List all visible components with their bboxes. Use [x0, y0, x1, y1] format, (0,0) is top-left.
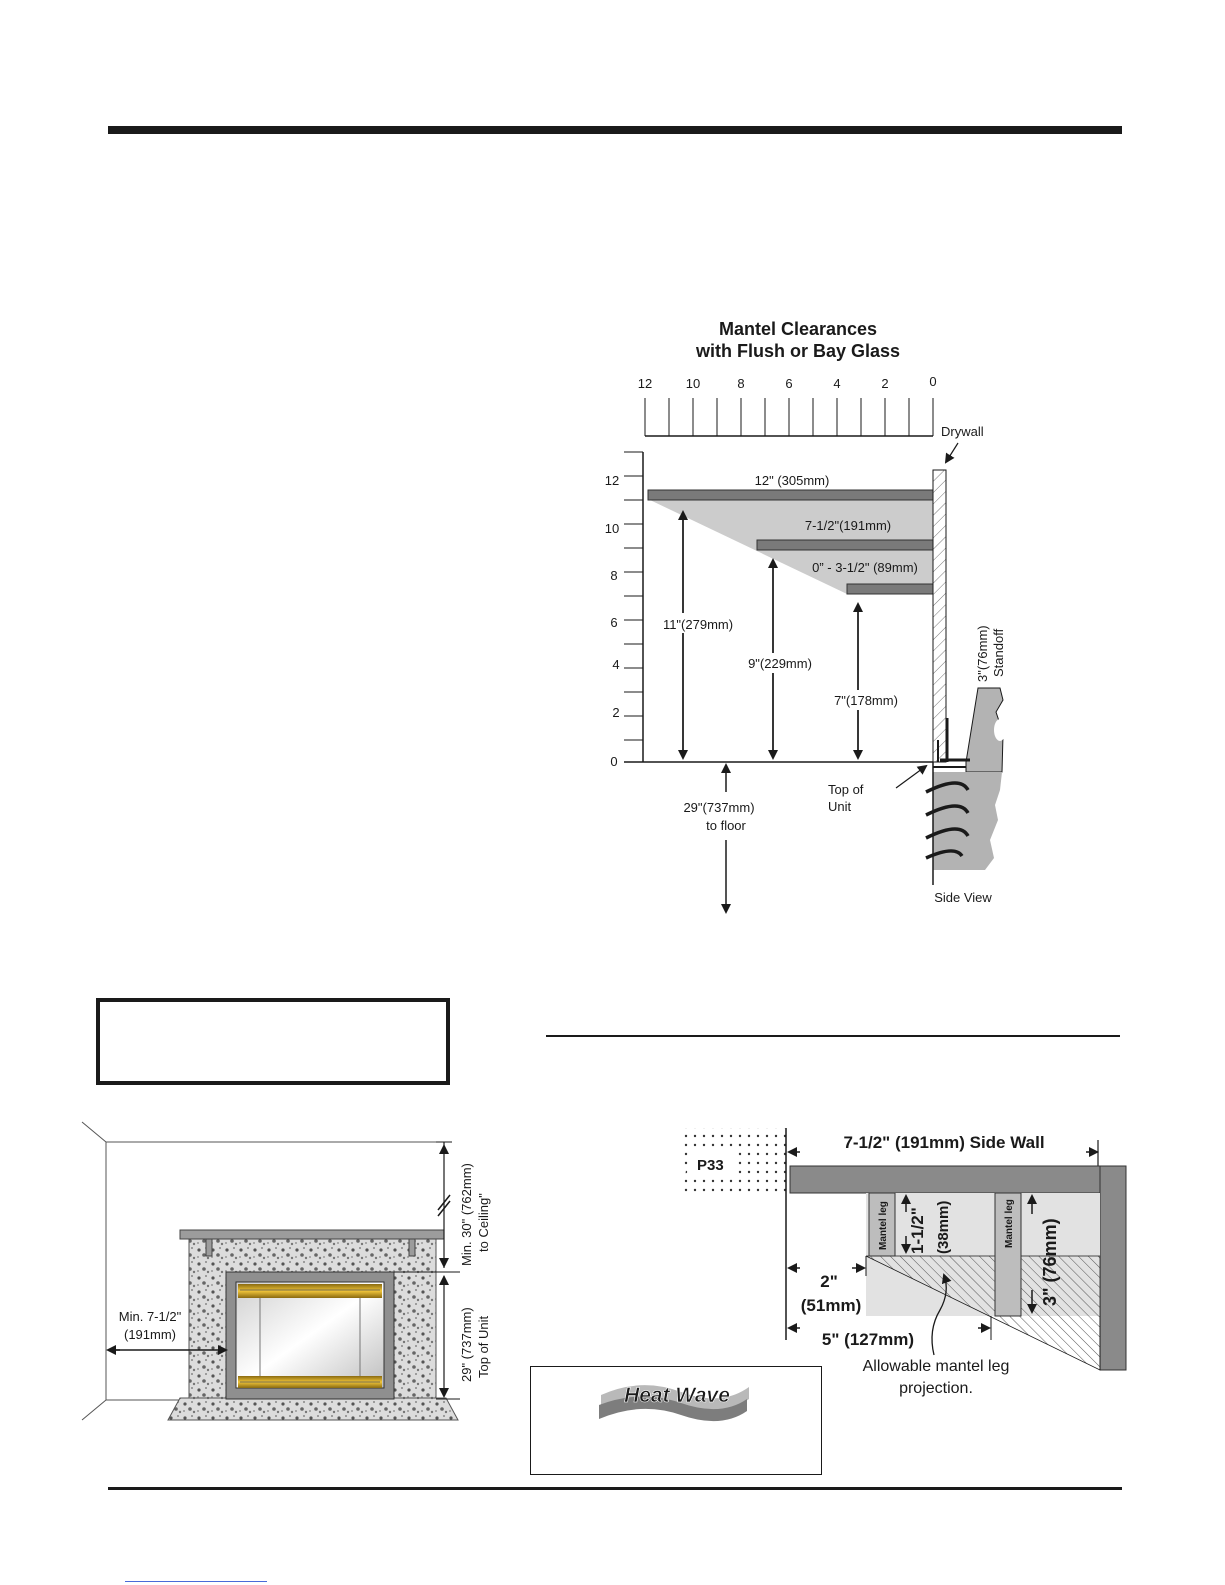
height-11-label: 11"(279mm) [663, 617, 733, 632]
top-of-unit-label-1: Top of [828, 782, 864, 797]
side-clearance-label-2: (191mm) [124, 1327, 176, 1342]
mantel-3-5-label: 0” - 3-1/2" (89mm) [812, 560, 918, 575]
caption-pointer [931, 1273, 952, 1356]
v-tick-12: 12 [605, 473, 619, 488]
v-tick-4: 4 [612, 657, 619, 672]
dim-1-5-label-2: (38mm) [935, 1201, 952, 1254]
dim-2-label-2: (51mm) [801, 1296, 861, 1315]
logo-text: Heat Wave [624, 1384, 730, 1407]
mantel-leg-long [994, 1192, 1022, 1317]
v-tick-10: 10 [605, 521, 619, 536]
v-tick-6: 6 [610, 615, 617, 630]
ceiling-label-2: to Ceiling" [476, 1193, 491, 1252]
bottom-rule [108, 1487, 1122, 1490]
unit-height-label-1: 29" (737mm) [459, 1307, 474, 1382]
height-9-label: 9"(229mm) [748, 656, 812, 671]
height-9-bg [737, 653, 827, 673]
caption-line1: Allowable mantel leg [863, 1358, 1010, 1375]
standoff-label-1: 3"(76mm) [975, 625, 990, 682]
h-tick-8: 8 [737, 376, 744, 391]
height-7-label: 7"(178mm) [834, 693, 898, 708]
room-walls [81, 1121, 450, 1421]
chart-title-line2: with Flush or Bay Glass [695, 341, 900, 361]
top-rule [108, 126, 1122, 134]
drywall-label: Drywall [941, 424, 984, 439]
mantel-corbel-left [205, 1238, 213, 1257]
wall-tag: P33 [697, 1157, 724, 1174]
v-tick-8: 8 [610, 568, 617, 583]
mantel-12-label: 12" (305mm) [755, 473, 830, 488]
drywall-pointer [944, 442, 959, 464]
height-11-bg [652, 613, 747, 633]
unit-side-view [925, 687, 1006, 885]
top-of-unit-pointer [895, 764, 928, 789]
ceiling-label-1: Min. 30" (762mm) [459, 1163, 474, 1266]
allowable-projection-zone [865, 1255, 1101, 1371]
leg-label-short: Mantel leg [878, 1201, 889, 1250]
heatwave-logo: Heat Wave [599, 1384, 749, 1422]
side-wall-label: 7-1/2" (191mm) Side Wall [843, 1133, 1044, 1152]
height-7-bg [824, 690, 910, 710]
drywall [932, 469, 947, 763]
section-rule [546, 1035, 1120, 1037]
h-tick-6: 6 [785, 376, 792, 391]
floor-label-1: 29"(737mm) [683, 800, 754, 815]
v-tick-0: 0 [610, 754, 617, 769]
side-view-label: Side View [934, 890, 992, 905]
h-tick-2: 2 [881, 376, 888, 391]
mantel-leg-short [868, 1192, 896, 1257]
dim-5-label: 5" (127mm) [822, 1330, 914, 1349]
caption-line2: projection. [899, 1380, 973, 1397]
h-tick-10: 10 [686, 376, 700, 391]
floor-label-2: to floor [706, 818, 746, 833]
h-tick-12: 12 [638, 376, 652, 391]
link-underline [125, 1581, 267, 1582]
wall-tag-bg [693, 1152, 737, 1174]
h-tick-4: 4 [833, 376, 840, 391]
notice-box [96, 998, 450, 1085]
fireplace-insert [225, 1271, 395, 1400]
vertical-ruler [624, 451, 933, 763]
mantel-top [789, 1165, 1101, 1194]
horizontal-ruler [644, 398, 934, 437]
side-clearance-label-1: Min. 7-1/2" [119, 1309, 182, 1324]
dim-3-label: 3" (76mm) [1040, 1218, 1060, 1306]
logo-box: Heat Wave [530, 1366, 822, 1475]
unit-height-label-2: Top of Unit [476, 1315, 491, 1378]
mantel-7-5-label: 7-1/2"(191mm) [805, 518, 891, 533]
dim-2-label-1: 2" [820, 1272, 838, 1291]
dim-1-5-label-1: 1-1/2" [908, 1207, 927, 1254]
v-tick-2: 2 [612, 705, 619, 720]
mantel-side-pillar [1099, 1165, 1127, 1371]
mantel-corbel-right [408, 1238, 416, 1257]
leg-label-long: Mantel leg [1004, 1199, 1015, 1248]
h-tick-0: 0 [929, 374, 936, 389]
standoff-label-2: Standoff [991, 628, 1006, 677]
chart-title-line1: Mantel Clearances [719, 319, 877, 339]
top-of-unit-label-2: Unit [828, 799, 852, 814]
